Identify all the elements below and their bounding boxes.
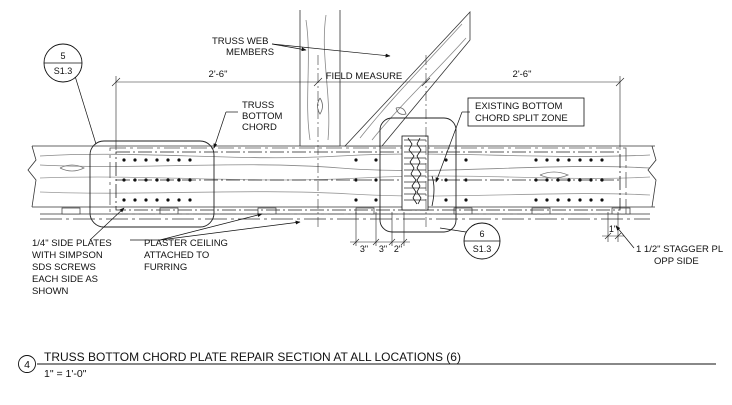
dim-spacing-2: 3": [379, 244, 387, 254]
screw-row-right-mid: [534, 178, 604, 182]
furring-strips: [61, 207, 631, 215]
screw-row-center: [354, 158, 468, 202]
section-callout-5[interactable]: 5 S1.3: [43, 43, 83, 83]
svg-text:TRUSS: TRUSS: [242, 100, 274, 111]
svg-text:CHORD: CHORD: [242, 122, 277, 133]
svg-text:BOTTOM: BOTTOM: [242, 111, 283, 122]
dim-field-measure: FIELD MEASURE: [326, 71, 403, 82]
svg-text:PLASTER CEILING: PLASTER CEILING: [144, 238, 228, 249]
svg-text:ATTACHED TO: ATTACHED TO: [144, 250, 209, 261]
svg-text:1 1/2" STAGGER PL: 1 1/2" STAGGER PL: [636, 244, 723, 255]
svg-text:EXISTING BOTTOM: EXISTING BOTTOM: [475, 101, 563, 112]
plaster-ceiling: [40, 213, 650, 220]
section-5-number: 5: [60, 51, 65, 61]
screw-row-right-bot: [534, 198, 604, 202]
note-stagger: 1 1/2" STAGGER PL OPP SIDE: [636, 244, 723, 267]
callout-clouds: [89, 117, 457, 233]
sds-screw-pattern: [122, 158, 604, 202]
center-lines: [317, 55, 427, 228]
screw-row-left-bot: [122, 198, 192, 202]
leader-lines: [74, 43, 635, 249]
truss-web-members: [299, 10, 471, 147]
section-5-sheet: S1.3: [54, 66, 73, 76]
svg-text:FURRING: FURRING: [144, 262, 187, 273]
drawing-title-block: 4 TRUSS BOTTOM CHORD PLATE REPAIR SECTIO…: [18, 350, 716, 380]
svg-text:EACH SIDE AS: EACH SIDE AS: [32, 274, 98, 285]
dim-right-span: 2'-6": [513, 69, 532, 80]
side-plate: [109, 147, 627, 215]
dim-left-span: 2'-6": [209, 69, 228, 80]
note-plaster-ceiling: PLASTER CEILING ATTACHED TO FURRING: [144, 238, 228, 273]
screw-row-left-mid: [122, 178, 192, 182]
drawing-scale: 1" = 1'-0": [44, 368, 87, 380]
svg-text:WITH SIMPSON: WITH SIMPSON: [32, 250, 103, 261]
dim-spacing-1: 3": [360, 244, 368, 254]
note-existing-split-zone: EXISTING BOTTOM CHORD SPLIT ZONE: [467, 97, 585, 127]
svg-text:SHOWN: SHOWN: [32, 286, 69, 297]
screw-row-left-top: [122, 158, 192, 162]
existing-split-zone: [401, 135, 435, 211]
svg-text:1/4" SIDE PLATES: 1/4" SIDE PLATES: [32, 238, 112, 249]
dimension-top: [111, 76, 625, 150]
existing-chord-wood: [27, 145, 657, 208]
section-callout-6[interactable]: 6 S1.3: [463, 222, 501, 260]
svg-text:OPP SIDE: OPP SIDE: [654, 256, 699, 267]
svg-text:CHORD SPLIT ZONE: CHORD SPLIT ZONE: [475, 113, 568, 124]
title-number: 4: [24, 359, 30, 371]
note-truss-bottom-chord: TRUSS BOTTOM CHORD: [242, 100, 283, 133]
note-side-plates: 1/4" SIDE PLATES WITH SIMPSON SDS SCREWS…: [32, 238, 112, 297]
svg-text:MEMBERS: MEMBERS: [226, 47, 274, 58]
section-6-number: 6: [479, 229, 484, 239]
screw-row-right-top: [534, 158, 604, 162]
dim-spacing-3: 2": [394, 244, 402, 254]
svg-text:TRUSS WEB: TRUSS WEB: [212, 36, 268, 47]
svg-text:SDS SCREWS: SDS SCREWS: [32, 262, 96, 273]
section-6-sheet: S1.3: [473, 244, 492, 254]
dim-stagger: 1": [609, 224, 617, 234]
drawing-title: TRUSS BOTTOM CHORD PLATE REPAIR SECTION …: [44, 350, 461, 364]
note-truss-web-members: TRUSS WEB MEMBERS: [212, 36, 274, 58]
